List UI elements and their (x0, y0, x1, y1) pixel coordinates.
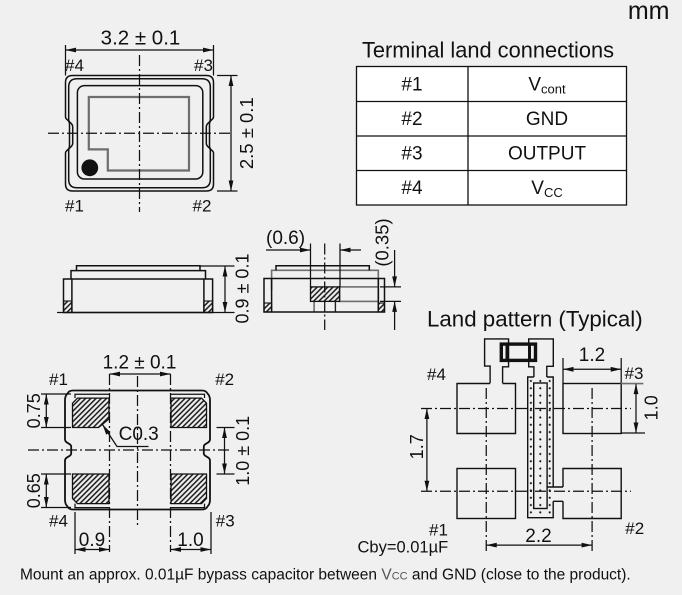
svg-text:(0.35): (0.35) (372, 218, 393, 266)
svg-text:mm: mm (628, 0, 670, 25)
svg-text:#3: #3 (401, 144, 422, 165)
svg-text:0.9: 0.9 (79, 530, 105, 551)
svg-text:1.0 ± 0.1: 1.0 ± 0.1 (233, 416, 253, 486)
svg-text:#4: #4 (65, 56, 84, 75)
svg-text:#3: #3 (216, 512, 235, 531)
svg-text:#1: #1 (49, 370, 68, 389)
svg-text:3.2 ± 0.1: 3.2 ± 0.1 (101, 27, 181, 50)
svg-text:#4: #4 (401, 178, 423, 199)
svg-text:1.2 ± 0.1: 1.2 ± 0.1 (103, 353, 177, 374)
svg-text:Mount an approx. 0.01µF bypass: Mount an approx. 0.01µF bypass capacitor… (20, 567, 631, 584)
svg-text:#2: #2 (193, 197, 212, 216)
svg-text:2.5 ± 0.1: 2.5 ± 0.1 (236, 97, 257, 169)
svg-text:OUTPUT: OUTPUT (508, 144, 587, 165)
svg-text:Terminal land connections: Terminal land connections (362, 38, 614, 63)
svg-text:#1: #1 (401, 75, 422, 96)
svg-text:#4: #4 (49, 512, 68, 531)
svg-text:1.7: 1.7 (407, 434, 427, 459)
svg-text:#4: #4 (427, 365, 446, 384)
svg-text:1.0: 1.0 (642, 395, 662, 420)
svg-text:1.0: 1.0 (177, 530, 203, 551)
svg-text:GND: GND (526, 109, 568, 130)
svg-text:1.2: 1.2 (579, 345, 605, 366)
svg-text:#2: #2 (625, 519, 644, 538)
svg-text:#2: #2 (401, 109, 422, 130)
svg-text:Cby=0.01µF: Cby=0.01µF (358, 539, 449, 557)
svg-text:#1: #1 (429, 521, 448, 540)
svg-text:0.9 ± 0.1: 0.9 ± 0.1 (233, 254, 253, 324)
svg-text:0.75: 0.75 (24, 393, 44, 428)
svg-text:Land pattern (Typical): Land pattern (Typical) (427, 307, 643, 332)
svg-text:(0.6): (0.6) (266, 228, 305, 249)
svg-text:#3: #3 (194, 56, 213, 75)
svg-text:C0.3: C0.3 (119, 424, 159, 445)
svg-text:#3: #3 (625, 364, 644, 383)
svg-text:#1: #1 (65, 197, 84, 216)
svg-text:#2: #2 (215, 370, 234, 389)
svg-text:0.65: 0.65 (24, 473, 44, 508)
svg-text:2.2: 2.2 (525, 526, 551, 547)
